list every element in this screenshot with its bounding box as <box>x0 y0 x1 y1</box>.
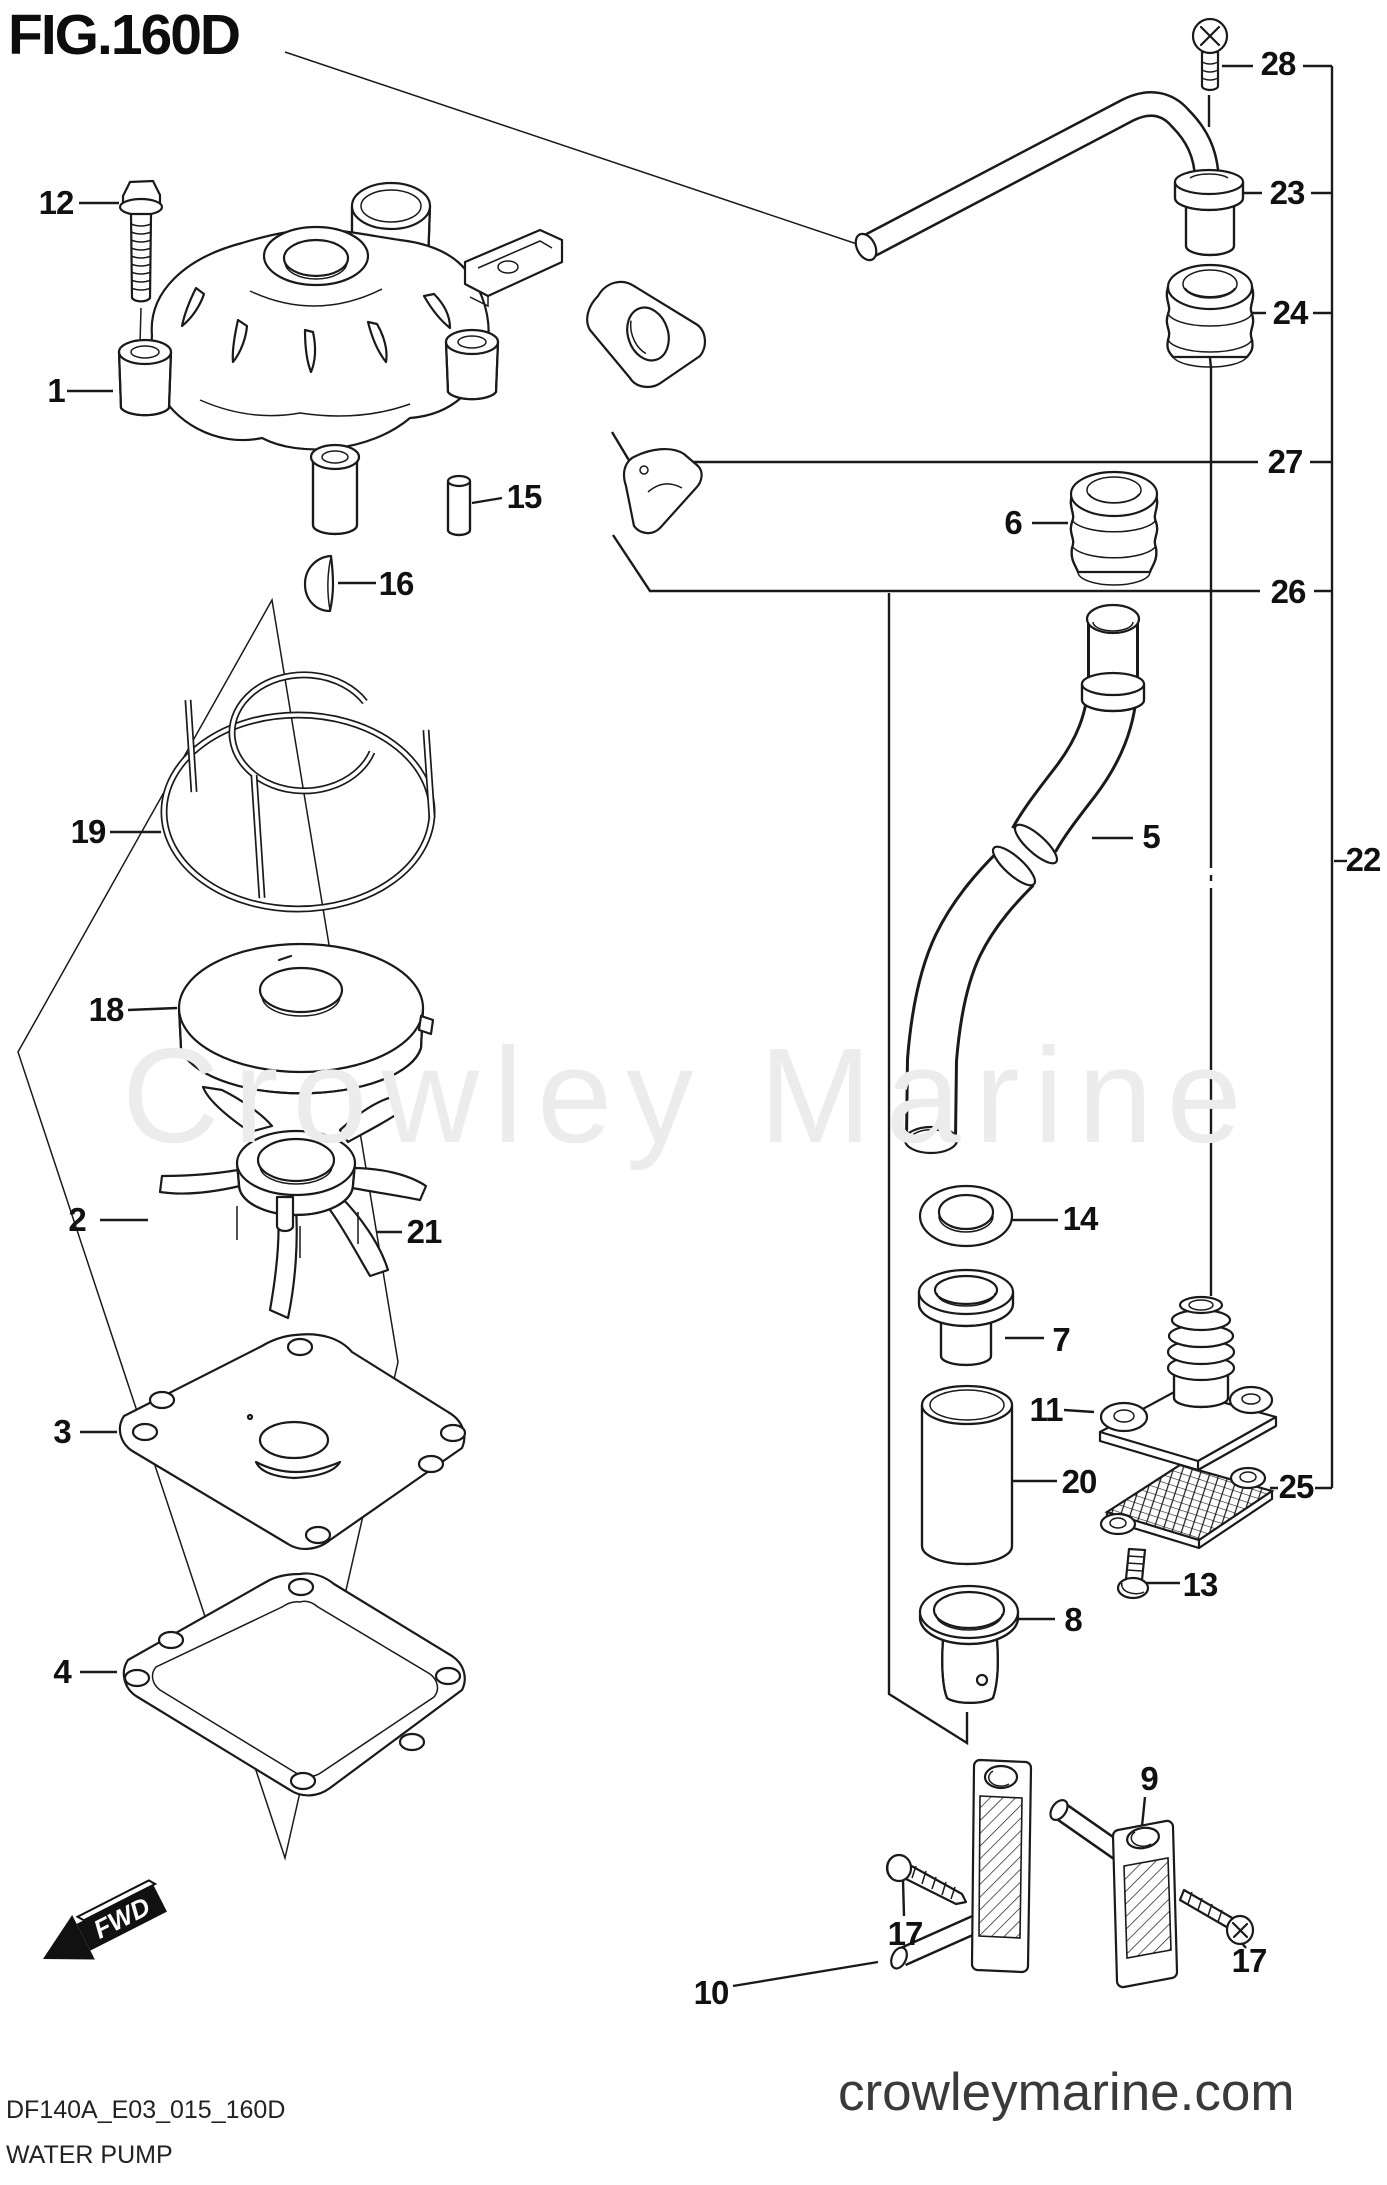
callout-4: 4 <box>53 1653 71 1690</box>
callout-25: 25 <box>1278 1468 1315 1505</box>
callout-21: 21 <box>406 1213 443 1250</box>
part-25-strainer-plate <box>1099 1463 1275 1550</box>
part-24-grommet <box>1165 263 1255 368</box>
part-14-seal-ring <box>918 1184 1014 1248</box>
part-13-screw <box>1116 1547 1150 1600</box>
part-7-bushing <box>917 1268 1015 1367</box>
callout-16: 16 <box>378 565 415 602</box>
part-1-pump-case <box>117 181 500 536</box>
watermark: Crowley Marine <box>122 1020 1256 1171</box>
part-27-bracket <box>463 228 706 388</box>
callout-6: 6 <box>1004 504 1022 541</box>
callout-19: 19 <box>70 813 107 850</box>
callout-3: 3 <box>53 1413 71 1450</box>
website-text: crowleymarine.com <box>838 2063 1295 2122</box>
part-10-strainer <box>890 1758 1033 1974</box>
part-17-screw-right <box>1178 1888 1255 1946</box>
part-11-mount-grommet-plate <box>1098 1295 1278 1472</box>
part-12-bolt <box>118 179 164 303</box>
part-5-water-hose <box>903 603 1146 1155</box>
callout-15: 15 <box>506 478 543 515</box>
part-8-seal-bushing <box>918 1584 1020 1704</box>
callout-17-left: 17 <box>887 1915 924 1952</box>
callout-28: 28 <box>1260 45 1297 82</box>
part-19-retainer-wire <box>160 671 436 913</box>
drawing-code: DF140A_E03_015_160D <box>6 2096 286 2124</box>
part-23-water-pipe <box>854 91 1245 262</box>
part-18-pump-cup <box>177 942 435 1095</box>
part-17-screw-left <box>885 1853 968 1906</box>
callout-20: 20 <box>1061 1463 1098 1500</box>
callout-22: 22 <box>1345 841 1382 878</box>
callout-12: 12 <box>38 184 75 221</box>
part-16-key <box>303 554 335 613</box>
callout-5: 5 <box>1142 818 1160 855</box>
callout-7: 7 <box>1052 1321 1070 1358</box>
part-28-screw <box>1191 17 1229 92</box>
figure-title: FIG.160D <box>8 3 241 67</box>
callout-14: 14 <box>1062 1200 1099 1237</box>
part-4-gasket <box>122 1572 466 1797</box>
diagram-name: WATER PUMP <box>6 2141 173 2169</box>
callout-24: 24 <box>1272 294 1309 331</box>
part-9-strainer <box>1049 1799 1179 1989</box>
callout-10: 10 <box>693 1974 730 2011</box>
callout-18: 18 <box>88 991 125 1028</box>
callout-26: 26 <box>1270 573 1307 610</box>
callout-2: 2 <box>68 1201 86 1238</box>
part-26-clamp <box>622 448 703 535</box>
callout-23: 23 <box>1269 174 1306 211</box>
callout-9: 9 <box>1140 1760 1158 1797</box>
callout-13: 13 <box>1182 1566 1219 1603</box>
callout-11: 11 <box>1029 1391 1064 1428</box>
part-15-pin <box>446 474 472 537</box>
callout-8: 8 <box>1064 1601 1082 1638</box>
callout-1: 1 <box>47 372 65 409</box>
callout-27: 27 <box>1267 443 1304 480</box>
part-6-grommet <box>1069 470 1159 586</box>
leader-lines <box>67 51 1347 1988</box>
fwd-direction-arrow: FWD <box>42 1879 167 1960</box>
sub-assembly-box <box>17 597 399 1861</box>
part-2-impeller <box>158 1085 428 1320</box>
callout-17-right: 17 <box>1231 1942 1268 1979</box>
part-20-collar-tube <box>920 1384 1014 1566</box>
part-3-under-panel <box>118 1333 467 1550</box>
